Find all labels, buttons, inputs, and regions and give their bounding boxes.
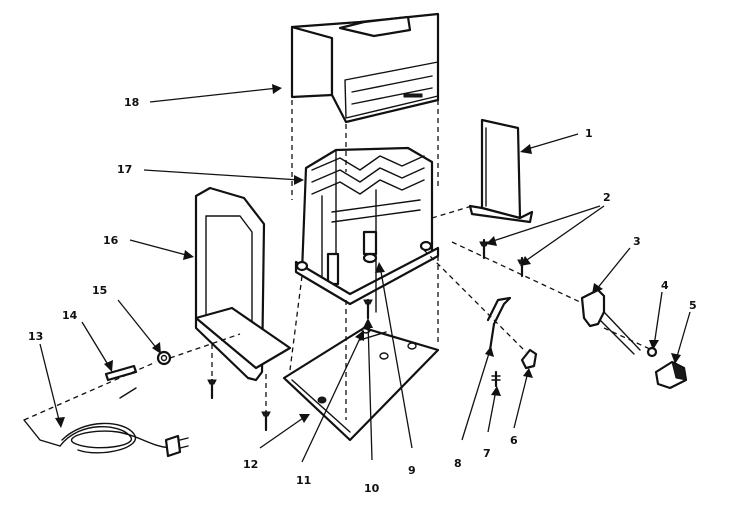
label-part-7: 7 (483, 447, 491, 460)
part-18-top-shell (290, 12, 440, 124)
label-part-10: 10 (364, 482, 380, 495)
leader-lines (39, 84, 691, 463)
part-15-grommet (156, 350, 172, 366)
part-16-end-panel (194, 186, 292, 382)
part-6-clip (520, 348, 538, 370)
label-part-16: 16 (103, 234, 119, 247)
label-part-6: 6 (510, 434, 518, 447)
part-14-cord-clamp (104, 364, 138, 399)
label-part-14: 14 (62, 309, 78, 322)
part-number-labels: 1 2 3 4 5 6 7 8 9 10 11 12 13 14 15 16 1… (28, 96, 697, 495)
assembly-lines (23, 100, 653, 421)
part-5-knob (654, 360, 688, 390)
part-10-screw (363, 298, 373, 320)
label-part-17: 17 (117, 163, 132, 176)
label-part-15: 15 (92, 284, 107, 297)
leg-screws (207, 378, 271, 432)
part-7-spring (491, 370, 501, 388)
part-8-lever (486, 296, 512, 352)
label-part-2: 2 (603, 191, 611, 204)
label-part-5: 5 (689, 299, 697, 312)
part-17-chassis (294, 146, 440, 306)
label-part-3: 3 (633, 235, 641, 248)
label-part-4: 4 (661, 279, 669, 292)
part-12-bottom-plate (282, 326, 440, 442)
label-part-1: 1 (585, 127, 593, 140)
label-part-8: 8 (454, 457, 462, 470)
label-part-18: 18 (124, 96, 139, 109)
part-1-right-cover (468, 118, 534, 224)
label-part-11: 11 (296, 474, 311, 487)
part-2-screws (479, 238, 527, 278)
label-part-9: 9 (408, 464, 416, 477)
label-part-13: 13 (28, 330, 43, 343)
part-3-bracket (580, 288, 641, 355)
part-4-nut (646, 346, 658, 358)
part-13-power-cord (23, 419, 189, 458)
label-part-12: 12 (243, 458, 258, 471)
